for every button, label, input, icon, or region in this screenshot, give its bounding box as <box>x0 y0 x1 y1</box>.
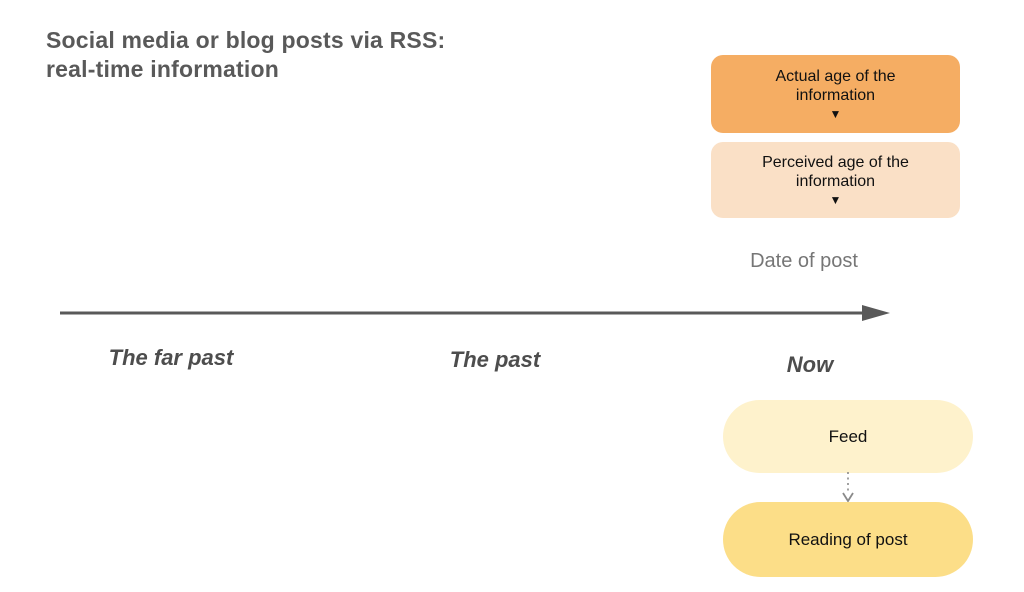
page-title-line2: real-time information <box>46 56 279 82</box>
axis-caption: Date of post <box>750 250 858 272</box>
timeline-arrowhead-icon <box>862 305 890 321</box>
feed-node-label: Feed <box>828 426 868 446</box>
page-title: Social media or blog posts via RSS: real… <box>46 26 445 84</box>
timeline-label-past: The past <box>449 347 541 372</box>
triangle-down-icon: ▼ <box>829 193 842 207</box>
timeline-label-now: Now <box>786 352 834 377</box>
perceived-age-box: Perceived age of the information ▼ <box>711 142 960 218</box>
dotted-arrow-down-icon <box>842 472 854 503</box>
actual-age-box: Actual age of the information ▼ <box>711 55 960 133</box>
reading-of-post-label: Reading of post <box>788 529 908 549</box>
timeline-arrow <box>60 305 890 321</box>
perceived-age-label: Perceived age of the information <box>762 154 909 190</box>
page-title-line1: Social media or blog posts via RSS: <box>46 27 446 53</box>
timeline-label-far-past: The far past <box>108 345 234 370</box>
actual-age-label: Actual age of the information <box>775 68 896 104</box>
triangle-down-icon: ▼ <box>829 107 842 121</box>
feed-node: Feed <box>723 400 973 473</box>
reading-of-post-node: Reading of post <box>723 502 973 577</box>
